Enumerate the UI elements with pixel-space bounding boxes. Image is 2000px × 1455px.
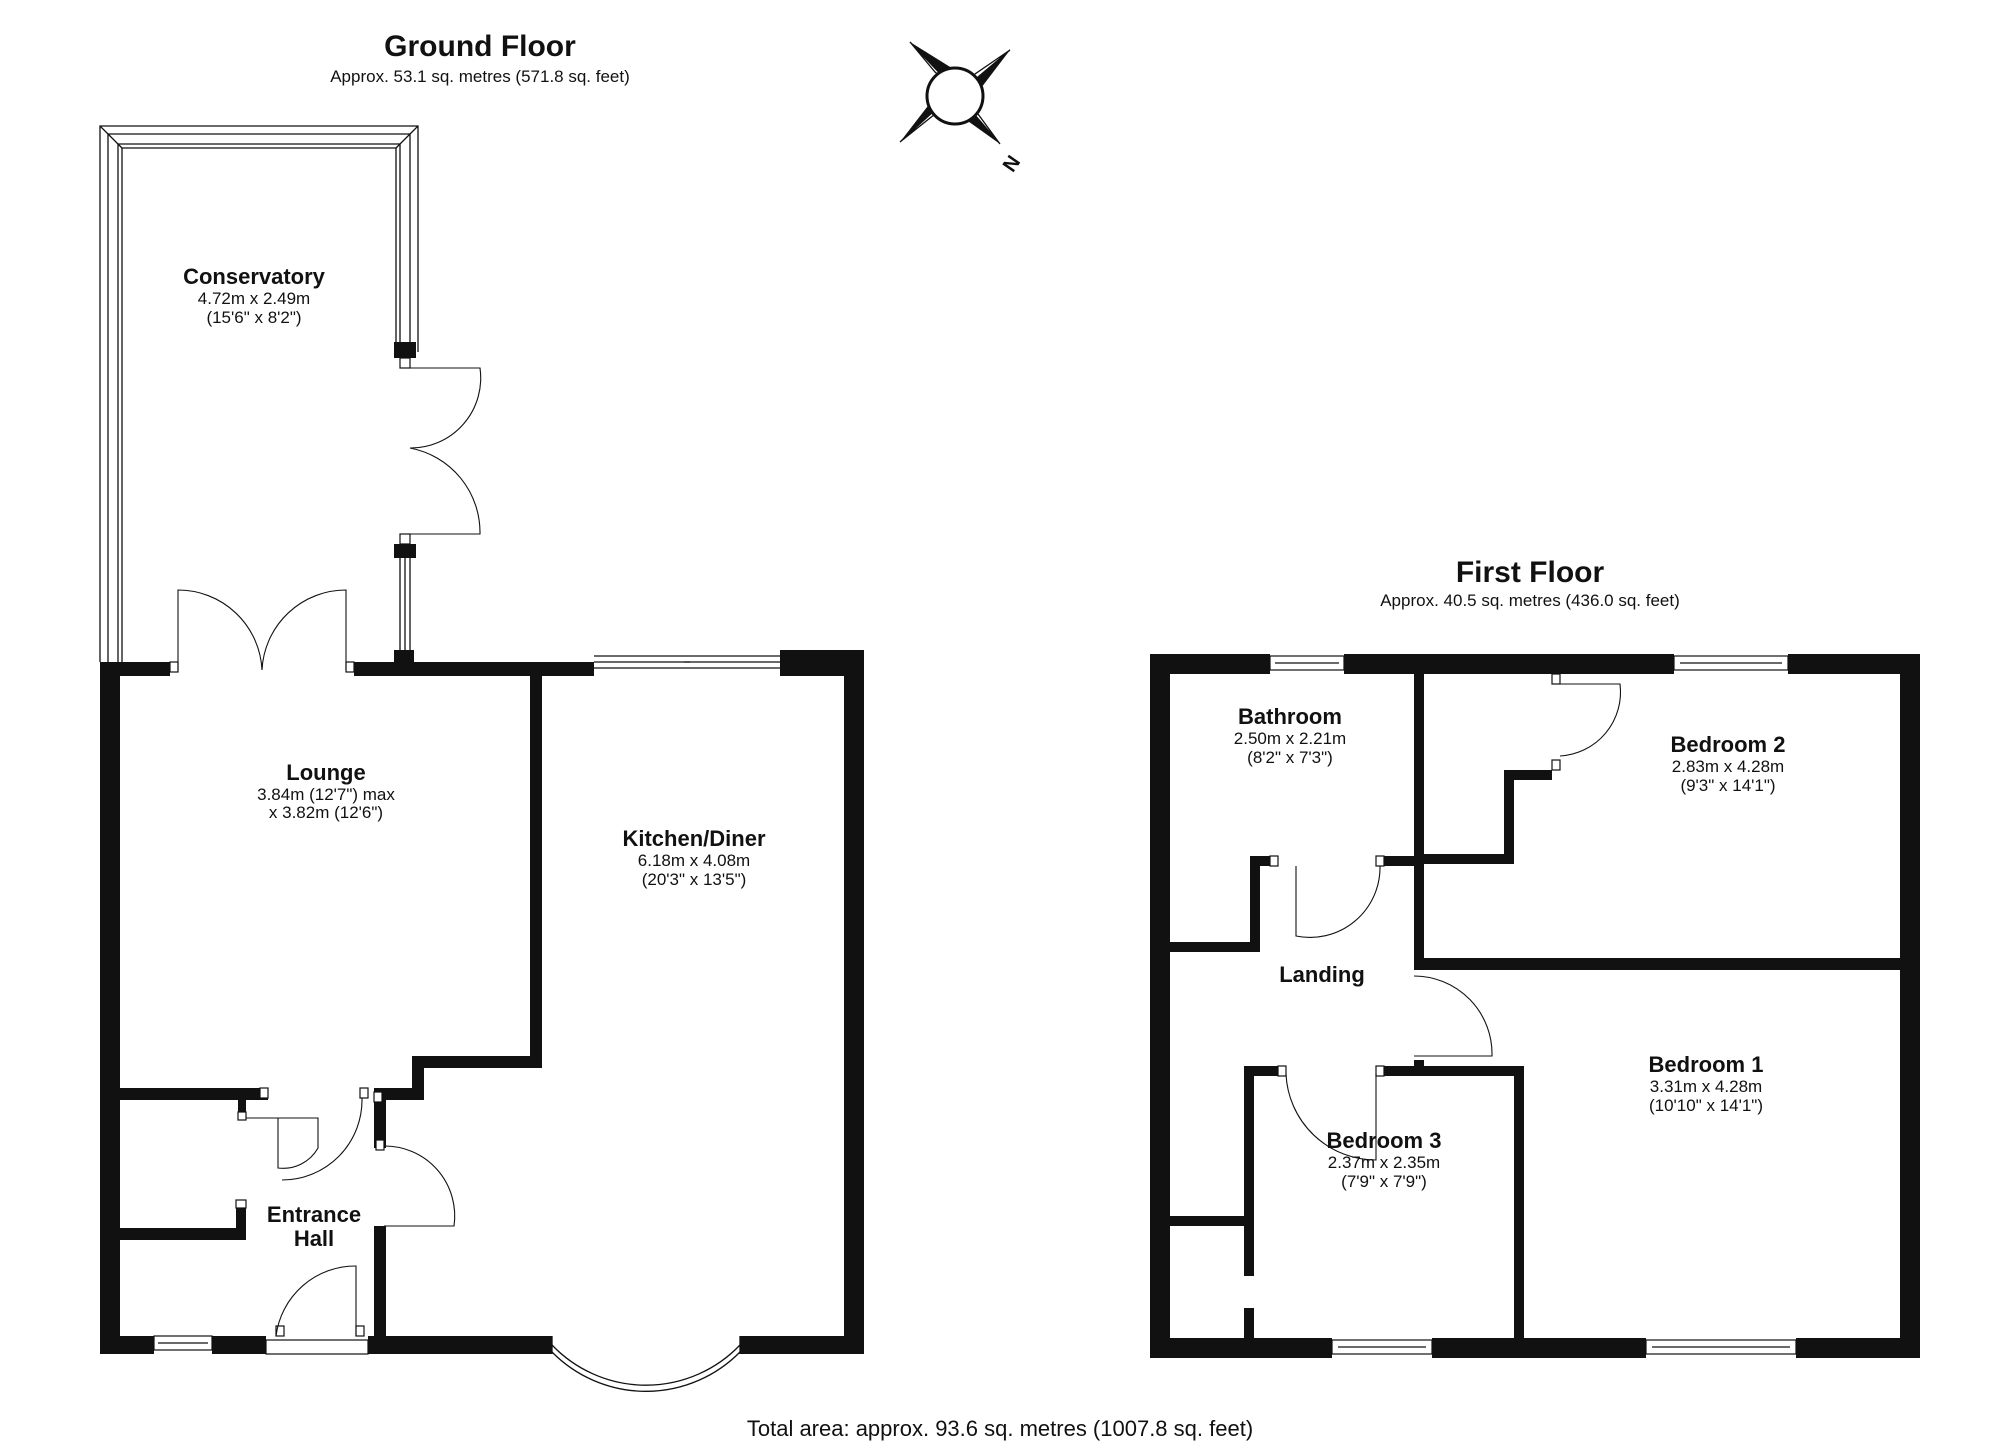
room-name: Bedroom 3	[1327, 1128, 1442, 1153]
room-name: Bedroom 1	[1649, 1052, 1764, 1077]
room-dimensions-imperial: (9'3" x 14'1")	[1680, 776, 1775, 795]
bedroom-3-label: Bedroom 3 2.37m x 2.35m (7'9" x 7'9")	[1327, 1128, 1442, 1191]
room-dimensions-imperial: (10'10" x 14'1")	[1649, 1096, 1763, 1115]
first-floor-title: First Floor	[1456, 556, 1605, 589]
room-dimensions: 2.50m x 2.21m	[1234, 729, 1346, 748]
ground-floor-title: Ground Floor	[384, 30, 576, 63]
first-floor-area: Approx. 40.5 sq. metres (436.0 sq. feet)	[1380, 591, 1680, 610]
room-dimensions: 4.72m x 2.49m	[198, 289, 310, 308]
landing-label: Landing	[1279, 962, 1365, 987]
room-name: Lounge	[286, 760, 365, 785]
room-dimensions-imperial: (8'2" x 7'3")	[1247, 748, 1333, 767]
room-name: Conservatory	[183, 264, 326, 289]
room-dimensions-imperial: x 3.82m (12'6")	[269, 803, 383, 822]
room-name: Entrance	[267, 1202, 361, 1227]
ground-floor-area: Approx. 53.1 sq. metres (571.8 sq. feet)	[330, 67, 630, 86]
bedroom-2-label: Bedroom 2 2.83m x 4.28m (9'3" x 14'1")	[1671, 732, 1786, 795]
room-name-line2: Hall	[294, 1226, 334, 1251]
bedroom-1-label: Bedroom 1 3.31m x 4.28m (10'10" x 14'1")	[1649, 1052, 1764, 1115]
room-name: Landing	[1279, 962, 1365, 987]
room-dimensions-imperial: (7'9" x 7'9")	[1341, 1172, 1427, 1191]
entrance-hall-label: Entrance Hall	[267, 1202, 361, 1251]
room-dimensions: 2.83m x 4.28m	[1672, 757, 1784, 776]
bathroom-label: Bathroom 2.50m x 2.21m (8'2" x 7'3")	[1234, 704, 1346, 767]
room-name: Bedroom 2	[1671, 732, 1786, 757]
wall-east	[844, 662, 864, 1354]
room-dimensions: 3.84m (12'7") max	[257, 785, 395, 804]
compass-icon: N	[899, 41, 1025, 176]
wall-west	[100, 662, 120, 1354]
compass-north-label: N	[999, 152, 1025, 176]
room-name: Bathroom	[1238, 704, 1342, 729]
room-dimensions: 3.31m x 4.28m	[1650, 1077, 1762, 1096]
room-dimensions: 2.37m x 2.35m	[1328, 1153, 1440, 1172]
conservatory-label: Conservatory 4.72m x 2.49m (15'6" x 8'2"…	[183, 264, 326, 327]
total-area: Total area: approx. 93.6 sq. metres (100…	[747, 1416, 1253, 1441]
conservatory-frame	[99, 125, 482, 662]
lounge-label: Lounge 3.84m (12'7") max x 3.82m (12'6")	[257, 760, 395, 822]
room-name: Kitchen/Diner	[622, 826, 765, 851]
ground-floor-plan	[99, 125, 864, 1392]
room-dimensions-imperial: (20'3" x 13'5")	[642, 870, 747, 889]
kitchen-diner-label: Kitchen/Diner 6.18m x 4.08m (20'3" x 13'…	[622, 826, 765, 889]
first-floor-plan	[1150, 654, 1920, 1358]
room-dimensions: 6.18m x 4.08m	[638, 851, 750, 870]
room-dimensions-imperial: (15'6" x 8'2")	[206, 308, 301, 327]
